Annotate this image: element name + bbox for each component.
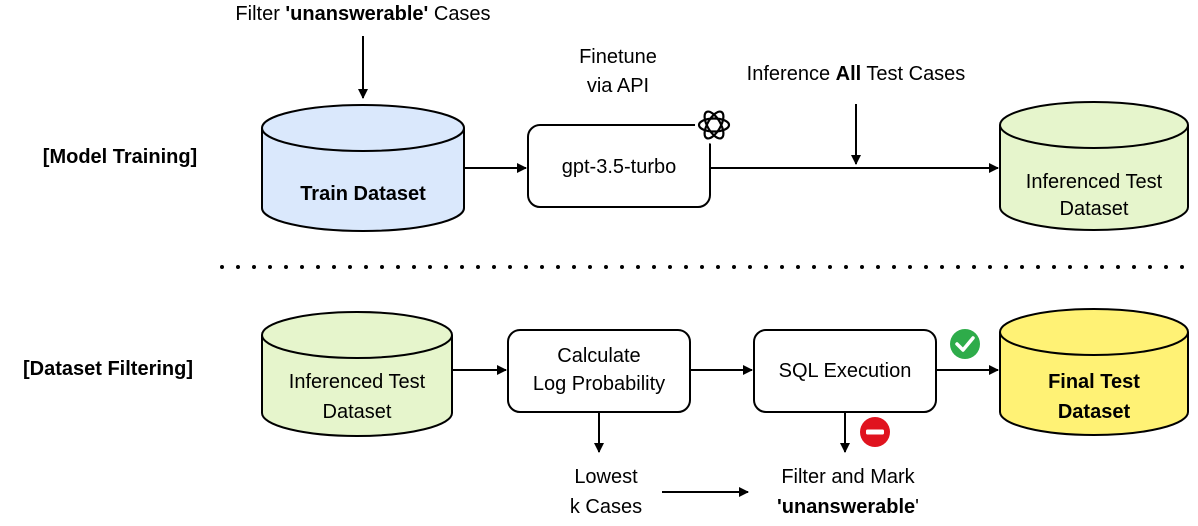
sql-execution-box: SQL Execution [753,329,937,413]
calc-line1: Calculate [557,345,640,367]
model-name: gpt-3.5-turbo [562,156,677,178]
minus-circle-icon [860,417,890,447]
openai-logo-icon [695,106,733,144]
filter-unanswerable-note: Filter 'unanswerable' Cases [235,3,490,25]
inferenced-test-dataset-cylinder-bottom: Inferenced Test Dataset [261,311,453,437]
mark-line2: 'unanswerable' [777,496,919,518]
inferenced-top-line2: Dataset [1060,198,1129,220]
sql-label: SQL Execution [779,360,912,382]
finetune-label-line2: via API [587,75,649,97]
calculate-log-probability-box: Calculate Log Probability [507,329,691,413]
inference-all-note: Inference All Test Cases [747,63,966,85]
final-line1: Final Test [1048,371,1140,393]
lowest-line1: Lowest [574,466,638,488]
gpt-model-box: gpt-3.5-turbo [527,124,711,208]
inferenced-bottom-line2: Dataset [323,401,392,423]
train-dataset-cylinder: Train Dataset [261,104,465,232]
section-label-dataset-filtering: [Dataset Filtering] [23,358,193,380]
lowest-line2: k Cases [570,496,642,518]
inferenced-test-dataset-cylinder-top: Inferenced Test Dataset [999,101,1189,231]
section-label-model-training: [Model Training] [43,146,197,168]
inferenced-top-line1: Inferenced Test [1026,171,1163,193]
check-circle-icon [950,329,980,359]
inferenced-bottom-line1: Inferenced Test [289,371,426,393]
finetune-label-line1: Finetune [579,46,657,68]
final-line2: Dataset [1058,401,1131,423]
calc-line2: Log Probability [533,373,665,395]
final-test-dataset-cylinder: Final Test Dataset [999,308,1189,436]
train-dataset-label: Train Dataset [300,183,426,205]
mark-line1: Filter and Mark [781,466,915,488]
